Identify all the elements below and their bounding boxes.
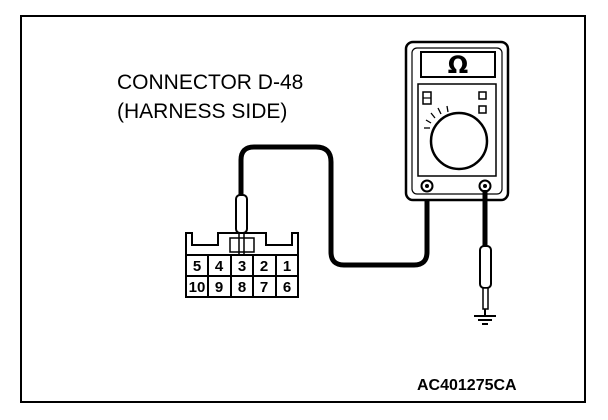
connector-title: CONNECTOR D-48	[117, 71, 304, 94]
figure-id: AC401275CA	[417, 377, 517, 394]
pin-label: 4	[215, 258, 224, 275]
test-lead-wire	[238, 144, 430, 268]
diagram-frame	[20, 15, 586, 403]
pin-label: 8	[238, 279, 246, 296]
pin-label: 6	[283, 279, 291, 296]
pin-label: 9	[215, 279, 223, 296]
pin-label: 10	[189, 279, 206, 296]
ohm-symbol: Ω	[448, 51, 468, 79]
pin-label: 5	[193, 258, 201, 275]
pin-label: 7	[260, 279, 268, 296]
ohmmeter-icon: Ω	[404, 40, 510, 202]
ground-symbol-icon	[474, 309, 496, 325]
pin-label: 1	[283, 258, 291, 275]
connector-probe	[235, 194, 248, 256]
connector-d48: 5 4 3 2 1 10 9 8 7 6	[185, 232, 299, 298]
ground-probe	[479, 190, 492, 310]
connector-side-label: (HARNESS SIDE)	[117, 100, 288, 123]
pin-label: 2	[260, 258, 268, 275]
pin-label: 3	[238, 258, 246, 275]
